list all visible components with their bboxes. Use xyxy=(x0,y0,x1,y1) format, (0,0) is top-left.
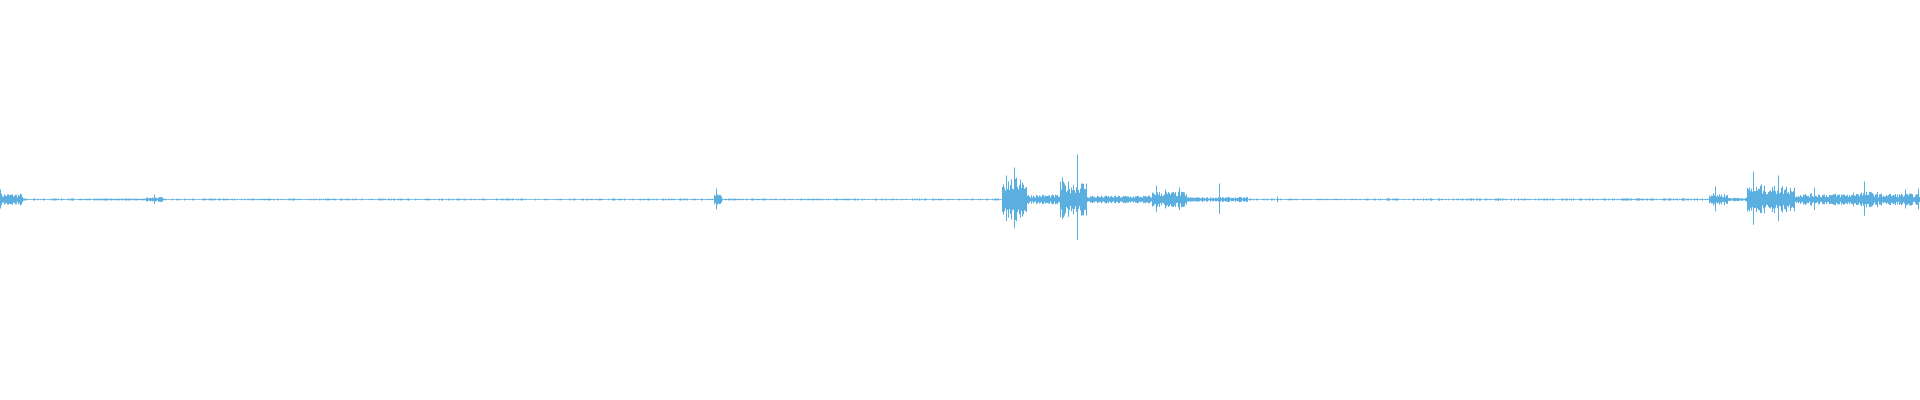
waveform-body xyxy=(0,154,1920,240)
